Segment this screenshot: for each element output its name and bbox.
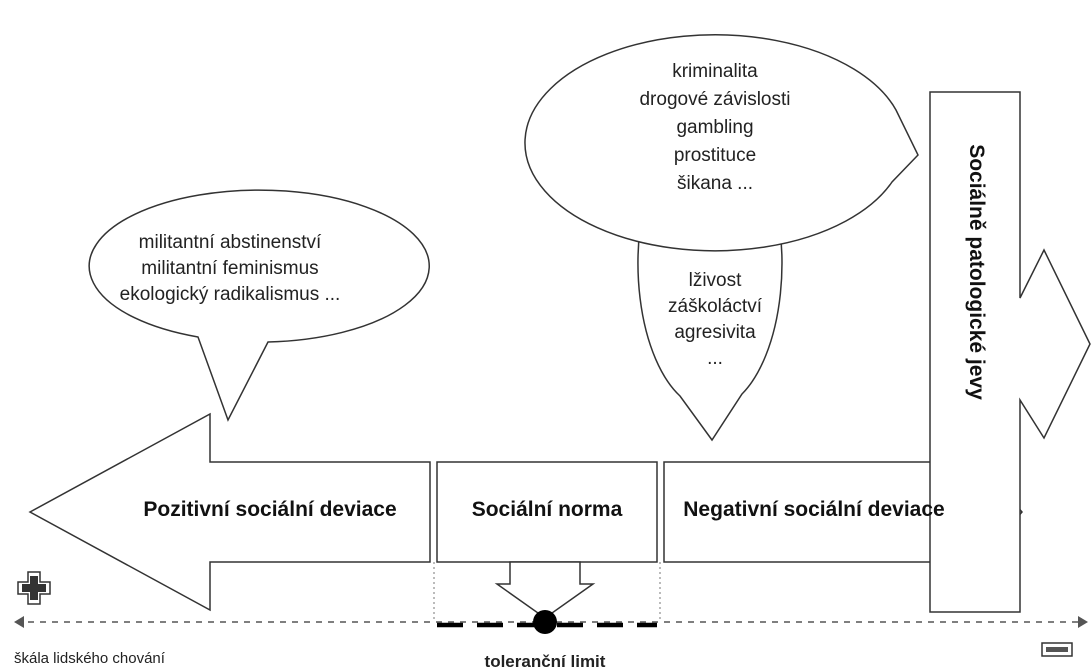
minus-icon — [1041, 642, 1073, 657]
negative-deviation-label: Negativní sociální deviace — [683, 498, 945, 521]
negative-bubble-text: lživost záškoláctví agresivita ... — [615, 268, 815, 372]
plus-icon — [17, 571, 51, 605]
norm-label: Sociální norma — [471, 498, 623, 521]
positive-bubble-text: militantní abstinenství militantní femin… — [60, 230, 400, 308]
positive-example: ekologický radikalismus ... — [119, 284, 341, 305]
tolerance-limit-label: toleranční limit — [484, 652, 606, 671]
positive-deviation-arrow — [28, 412, 431, 612]
positive-example: militantní feminismus — [141, 258, 319, 279]
axis-left-arrowhead — [14, 616, 24, 628]
pathology-example: drogové závislosti — [639, 89, 791, 110]
pathology-bubble — [524, 34, 919, 252]
tolerance-pointer-arrow — [494, 561, 596, 619]
norm-box — [436, 461, 658, 563]
pathology-example: gambling — [676, 117, 754, 138]
positive-bubble — [88, 189, 430, 422]
negative-example: záškoláctví — [668, 296, 762, 317]
axis-right-arrowhead — [1078, 616, 1088, 628]
negative-example: lživost — [688, 270, 742, 291]
pathology-arrow — [929, 91, 1091, 613]
behavior-scale-label: škála lidského chování — [14, 650, 165, 667]
pathology-example: prostituce — [673, 145, 757, 166]
positive-deviation-label: Pozitivní sociální deviace — [143, 498, 397, 521]
pathology-example: šikana ... — [676, 173, 754, 194]
positive-example: militantní abstinenství — [138, 232, 322, 253]
negative-example: ... — [707, 348, 723, 369]
pathology-label: Sociálně patologické jevy — [965, 144, 988, 400]
pathology-example: kriminalita — [672, 61, 758, 82]
tolerance-point — [533, 610, 557, 634]
negative-example: agresivita — [674, 322, 756, 343]
pathology-bubble-text: kriminalita drogové závislosti gambling … — [580, 58, 850, 198]
